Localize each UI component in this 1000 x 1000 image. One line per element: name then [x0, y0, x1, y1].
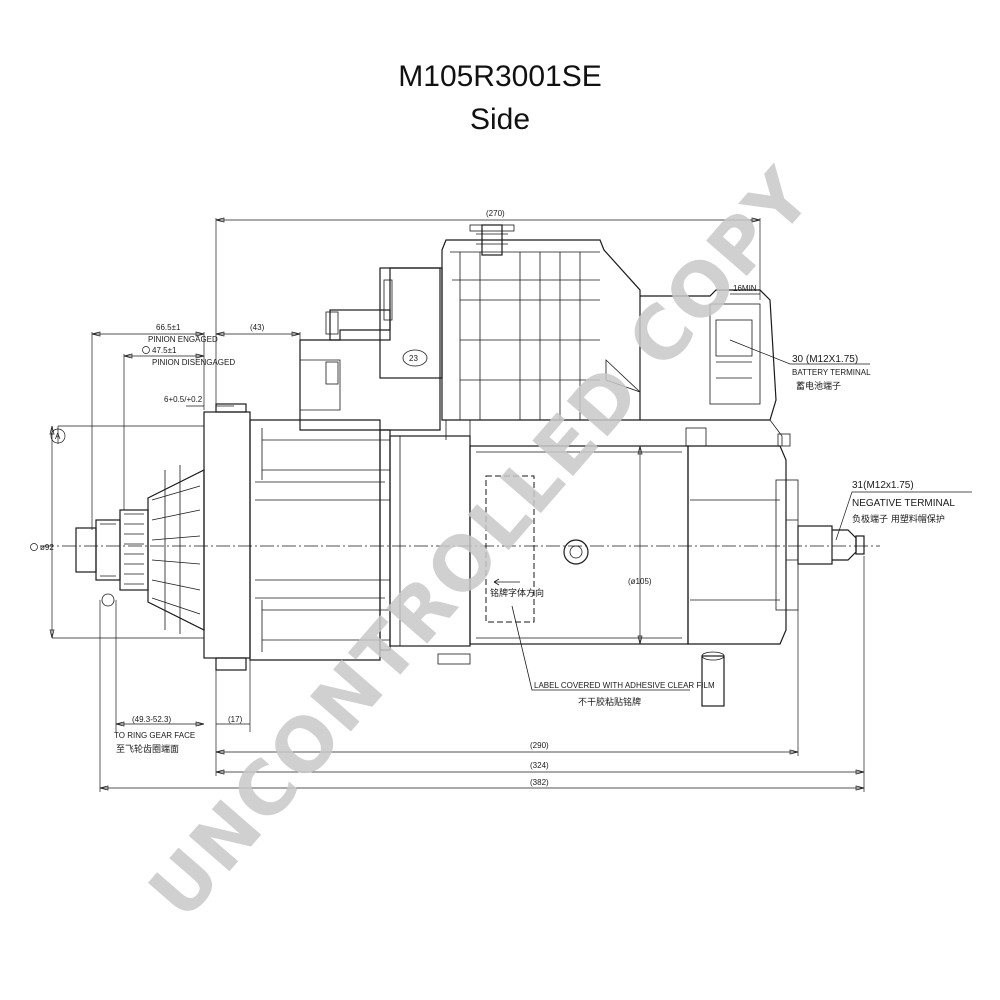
dim-6: 6+0.5/+0.2: [164, 395, 203, 404]
dimension-lines: [49, 217, 972, 792]
dim-43: (43): [250, 323, 265, 332]
dim-324: (324): [530, 761, 549, 770]
datum-symbol-icon-2: [30, 543, 38, 551]
datum-a: A: [55, 432, 61, 441]
uncontrolled-copy-watermark: UNCONTROLLED COPY: [133, 152, 829, 935]
dim-dia-92: ø92: [40, 543, 54, 552]
label-cn-callout: 不干胶粘贴铭牌: [578, 696, 641, 708]
dim-pinion-engaged: 66.5±1: [156, 323, 181, 332]
label-ring-gear: TO RING GEAR FACE: [114, 731, 195, 740]
label-box-text: 铭牌字体方向: [490, 587, 544, 599]
battery-terminal-label: BATTERY TERMINAL: [792, 368, 871, 377]
dim-17: (17): [228, 715, 243, 724]
part-number-title: M105R3001SE: [398, 60, 602, 93]
dim-dia-105: (ø105): [628, 577, 652, 586]
view-title: Side: [469, 103, 531, 136]
dim-290: (290): [530, 741, 549, 750]
battery-terminal-spec: 30 (M12X1.75): [792, 354, 858, 365]
battery-terminal-cn: 蓄电池端子: [796, 380, 841, 392]
negative-terminal-label: NEGATIVE TERMINAL: [852, 498, 955, 509]
label-en-callout: LABEL COVERED WITH ADHESIVE CLEAR FILM: [534, 681, 715, 690]
label-pinion-engaged: PINION ENGAGED: [148, 335, 218, 344]
dim-pinion-disengaged: 47.5±1: [152, 346, 177, 355]
datum-symbol-icon: [142, 346, 150, 354]
solenoid-badge: 23: [409, 354, 418, 363]
dim-ring-gear: (49.3-52.3): [132, 715, 171, 724]
negative-terminal-cn: 负极端子 用塑料帽保护: [852, 513, 945, 525]
label-pinion-disengaged: PINION DISENGAGED: [152, 358, 235, 367]
label-area: 铭牌字体方向: [485, 475, 690, 691]
solenoid: 23: [299, 224, 783, 446]
negative-terminal-spec: 31(M12x1.75): [852, 480, 914, 491]
dim-270: (270): [486, 209, 505, 218]
dim-16min: 16MIN: [733, 284, 757, 293]
pinion-drive: [75, 465, 205, 634]
label-ring-gear-cn: 至飞轮齿圈端面: [116, 743, 179, 755]
dim-382: (382): [530, 778, 549, 787]
